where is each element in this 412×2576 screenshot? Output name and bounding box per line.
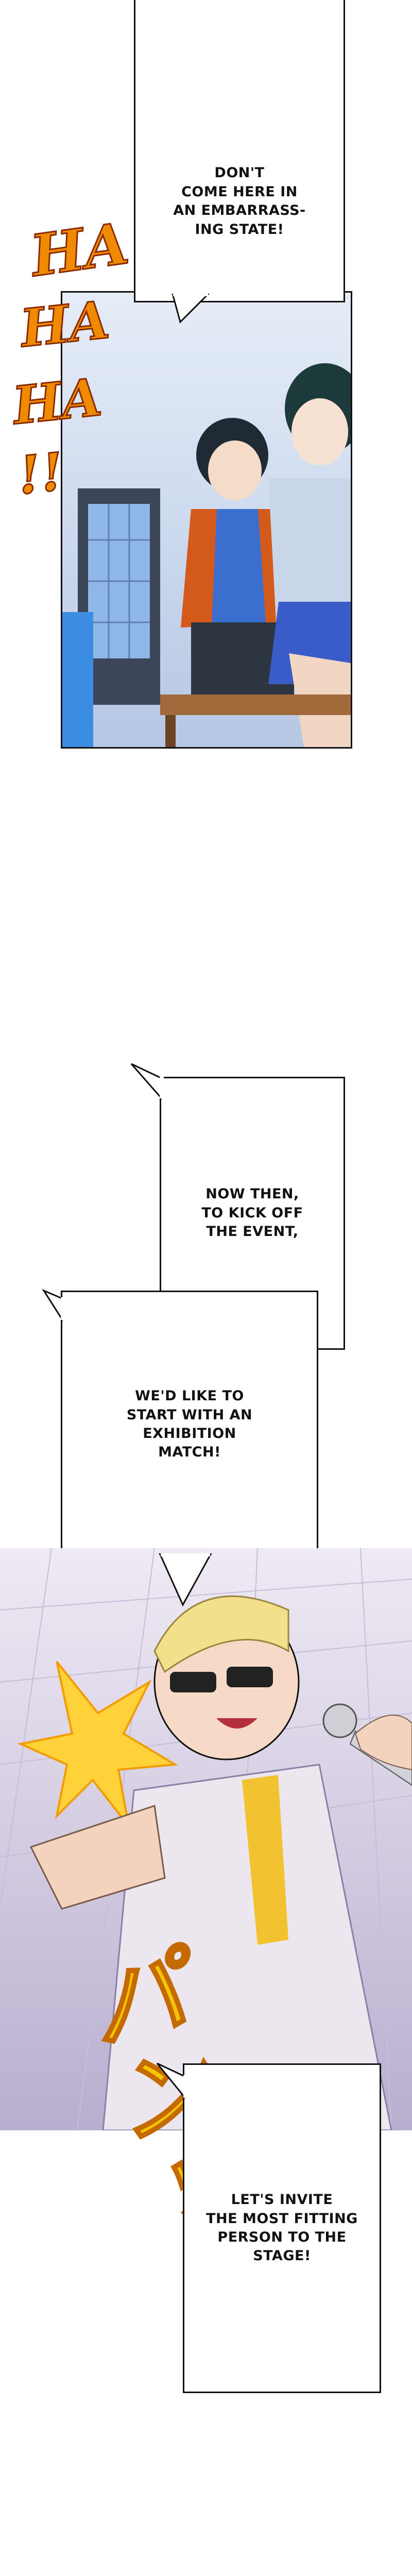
panel-classroom <box>61 291 352 749</box>
speech-bubble-3: WE'D LIKE TO START WITH AN EXHIBITION MA… <box>61 1291 318 1558</box>
sfx-haha-1: HA <box>26 209 133 290</box>
speech-text-2: NOW THEN, TO KICK OFF THE EVENT, <box>201 1186 303 1240</box>
speech-bubble-1-tail <box>171 294 210 324</box>
sfx-haha-2: HA <box>17 289 113 360</box>
sfx-haha-3: HA <box>9 366 105 437</box>
speech-bubble-2-tail <box>130 1063 164 1099</box>
panel-announcer <box>0 1548 412 2130</box>
classroom-illustration <box>62 293 351 747</box>
announcer-illustration <box>0 1548 412 2130</box>
speech-bubble-3-tail-left <box>42 1289 65 1322</box>
sfx-haha-4: !! <box>14 440 67 507</box>
speech-bubble-1: DON'T COME HERE IN AN EMBARRASS- ING STA… <box>134 0 345 302</box>
speech-bubble-4-tail <box>156 2062 187 2099</box>
speech-text-4: LET'S INVITE THE MOST FITTING PERSON TO … <box>206 2192 358 2264</box>
speech-bubble-3-tail <box>159 1553 212 1607</box>
sfx-haha: HA HA HA !! <box>9 209 133 536</box>
speech-text-3: WE'D LIKE TO START WITH AN EXHIBITION MA… <box>126 1388 253 1461</box>
speech-bubble-4: LET'S INVITE THE MOST FITTING PERSON TO … <box>183 2063 381 2393</box>
speech-text-1: DON'T COME HERE IN AN EMBARRASS- ING STA… <box>173 165 306 238</box>
